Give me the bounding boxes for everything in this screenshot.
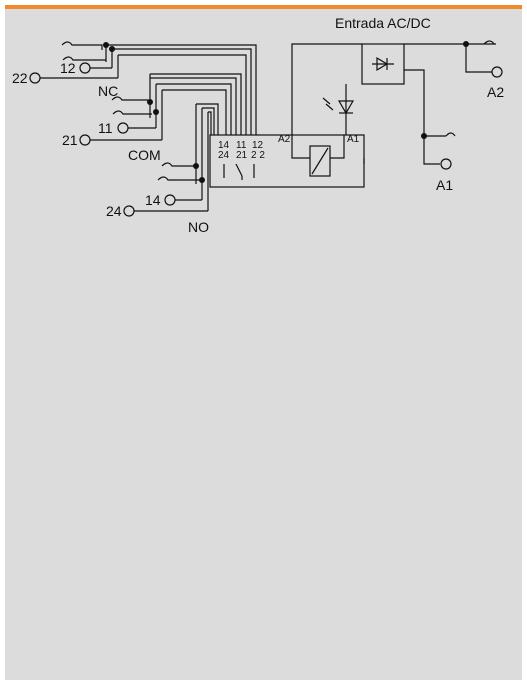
terminal-22-label: 22 <box>12 70 28 86</box>
coil-pin-a2: A2 <box>278 134 291 145</box>
bus-wires <box>106 44 257 180</box>
relay-pin-11: 11 <box>236 140 247 151</box>
diagram-panel <box>5 5 522 680</box>
terminal-24-label: 24 <box>106 203 122 219</box>
nc-label: NC <box>98 83 118 99</box>
terminal-14-ring <box>164 194 176 206</box>
terminal-24-ring <box>123 205 135 217</box>
terminal-11-ring <box>117 122 129 134</box>
com-terminal-group: 11 21 COM <box>62 96 163 163</box>
terminal-11-label: 11 <box>98 120 113 136</box>
relay-pin-14: 14 <box>218 140 230 151</box>
terminal-22-ring <box>29 72 41 84</box>
rectifier-diode-icon <box>372 56 394 72</box>
com-label: COM <box>128 147 161 163</box>
relay-contact-icon <box>223 163 255 180</box>
rectifier-box <box>361 43 405 85</box>
terminal-12-label: 12 <box>60 60 76 76</box>
relay-pin-21: 21 <box>236 150 248 161</box>
led-indicator-icon <box>322 97 355 115</box>
input-label: Entrada AC/DC <box>335 15 431 31</box>
terminal-a1-label: A1 <box>436 177 453 193</box>
coil-pin-a1: A1 <box>347 134 360 145</box>
no-label: NO <box>188 219 209 235</box>
nc-terminal-group: 12 22 NC <box>12 41 119 99</box>
terminal-a1-ring <box>440 158 452 170</box>
relay-coil-icon <box>309 145 331 177</box>
terminal-21-label: 21 <box>62 132 78 148</box>
no-terminal-group: 14 24 NO <box>106 162 209 235</box>
terminal-21-ring <box>79 134 91 146</box>
relay-block: 14 11 12 24 21 2 2 A2 A1 <box>209 134 365 188</box>
terminal-a2-label: A2 <box>487 84 504 100</box>
relay-pin-22: 2 2 <box>251 150 265 161</box>
relay-pin-12: 12 <box>252 140 264 151</box>
input-section: Entrada AC/DC A2 A1 <box>291 15 504 193</box>
terminal-a2-ring <box>491 66 503 78</box>
terminal-14-label: 14 <box>145 192 161 208</box>
terminal-12-ring <box>79 62 91 74</box>
relay-pin-24: 24 <box>218 150 230 161</box>
